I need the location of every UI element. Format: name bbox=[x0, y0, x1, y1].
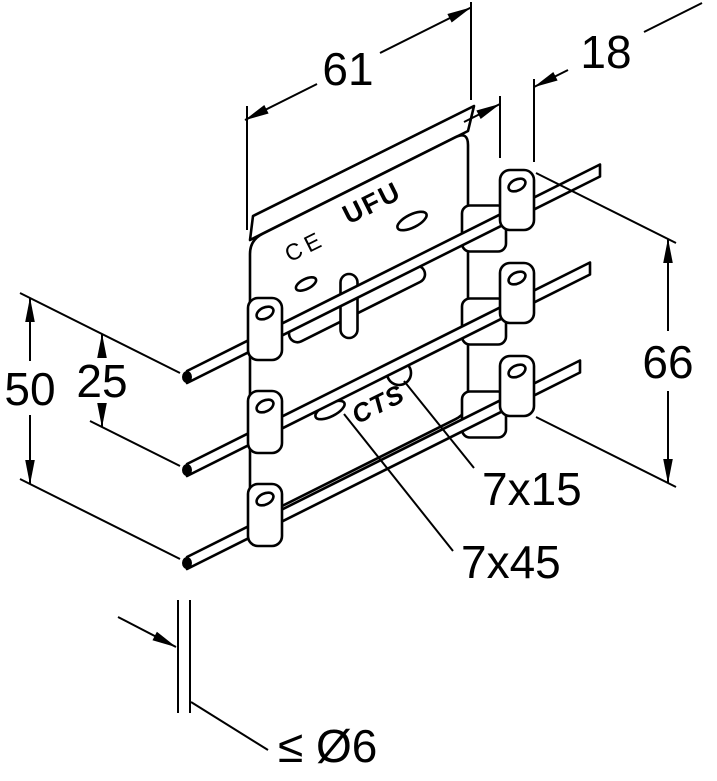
extension-line bbox=[535, 172, 677, 244]
dimension-line bbox=[533, 69, 569, 88]
clip-tab-hole bbox=[255, 398, 275, 414]
dimension-line bbox=[643, 2, 703, 33]
rod-middle-end bbox=[182, 464, 192, 476]
stamped-oval-left bbox=[294, 276, 318, 292]
label-long-slot: 7x45 bbox=[461, 536, 561, 588]
rod-bottom-end bbox=[182, 557, 192, 569]
right-clip-tabs bbox=[498, 168, 536, 418]
dimension-18: 18 bbox=[463, 2, 703, 162]
dimension-50: 50 bbox=[4, 292, 181, 560]
extension-line bbox=[19, 478, 181, 560]
dimension-61: 61 bbox=[244, 2, 472, 230]
label-max-rod-diameter: ≤ Ø6 bbox=[278, 720, 377, 772]
dim-label-right-clip-span: 66 bbox=[642, 336, 693, 388]
dimension-66: 66 bbox=[535, 172, 694, 488]
dimension-25: 25 bbox=[76, 333, 181, 467]
callout-rod-diameter: ≤ Ø6 bbox=[117, 600, 377, 772]
dimension-line bbox=[379, 6, 472, 54]
clip-tab-hole bbox=[507, 363, 527, 379]
extension-line bbox=[89, 420, 181, 467]
callout-7x15: 7x15 bbox=[403, 380, 582, 515]
clip-tab-hole bbox=[507, 177, 527, 193]
leader-line bbox=[343, 413, 454, 552]
leader-line bbox=[190, 701, 269, 751]
clip-tab-hole bbox=[507, 270, 527, 286]
left-clip-tabs bbox=[246, 296, 284, 548]
label-small-slot: 7x15 bbox=[482, 463, 582, 515]
rod-top-end bbox=[182, 371, 192, 383]
diameter-arrow bbox=[117, 616, 177, 648]
extension-line bbox=[535, 416, 677, 488]
leader-line bbox=[403, 380, 475, 469]
extension-line bbox=[19, 292, 181, 374]
clip-tab-hole bbox=[255, 491, 275, 507]
dimension-line bbox=[463, 103, 501, 123]
dim-label-clip-depth: 18 bbox=[580, 26, 631, 78]
clamp-body: UFU CE CTS bbox=[182, 104, 602, 571]
dimension-line bbox=[244, 83, 318, 121]
dim-label-outer-rod-spacing: 50 bbox=[4, 363, 55, 415]
dim-label-adjacent-rod-spacing: 25 bbox=[76, 355, 127, 407]
callout-7x45: 7x45 bbox=[343, 413, 561, 588]
dim-label-plate-width: 61 bbox=[322, 43, 373, 95]
stamped-oval-top bbox=[396, 210, 428, 232]
clip-tab-hole bbox=[255, 305, 275, 321]
